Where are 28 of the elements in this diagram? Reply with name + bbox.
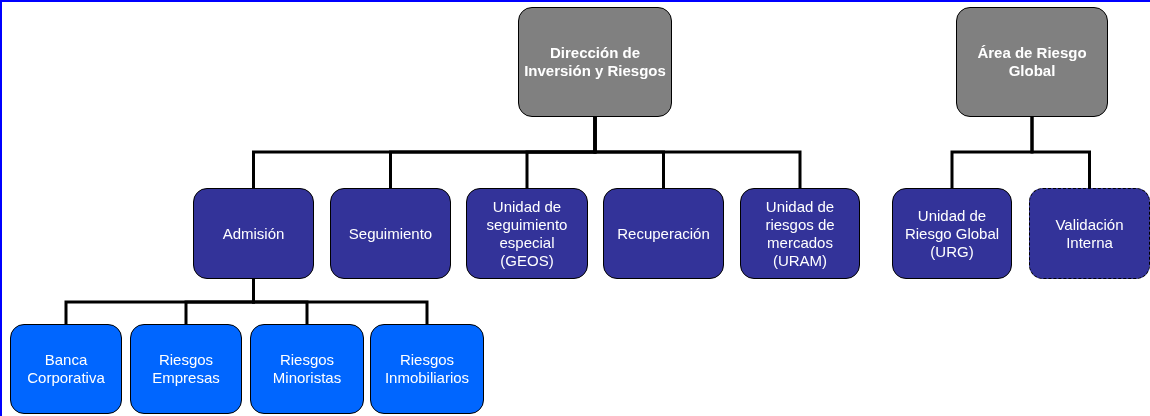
org-unit-box bbox=[130, 324, 242, 414]
unit-name: Unidad de Riesgo Global (URG) bbox=[903, 206, 1001, 261]
org-unit-box bbox=[892, 188, 1012, 279]
org-unit-box bbox=[603, 188, 724, 279]
org-unit-box bbox=[250, 324, 364, 414]
org-unit-box bbox=[518, 7, 672, 117]
org-unit-box bbox=[10, 324, 122, 414]
unit-name: Dirección de Inversión y Riesgos bbox=[523, 44, 667, 80]
unit-name: Admisión bbox=[222, 224, 285, 243]
unit-name: Unidad de riesgos de mercados (URAM) bbox=[764, 197, 836, 270]
unit-name: Recuperación bbox=[617, 224, 710, 243]
org-unit-box bbox=[370, 324, 484, 414]
unit-name: Riesgos Inmobiliarios bbox=[383, 351, 471, 387]
connector-line bbox=[1030, 117, 1091, 188]
connector-line bbox=[593, 117, 802, 188]
org-unit-box bbox=[1029, 188, 1150, 279]
unit-name: Área de Riesgo Global bbox=[976, 44, 1088, 80]
org-unit-box bbox=[956, 7, 1108, 117]
org-unit-box bbox=[193, 188, 314, 279]
unit-name: Riesgos Empresas bbox=[151, 351, 221, 387]
unit-name: Validación Interna bbox=[1054, 215, 1125, 252]
unit-name: Riesgos Minoristas bbox=[271, 351, 343, 387]
unit-name: Banca Corporativa bbox=[26, 351, 106, 387]
org-unit-box bbox=[740, 188, 860, 279]
unit-name: Unidad de seguimiento especial (GEOS) bbox=[485, 197, 569, 270]
org-unit-box bbox=[330, 188, 451, 279]
unit-name: Seguimiento bbox=[348, 224, 433, 243]
org-unit-box bbox=[466, 188, 588, 279]
